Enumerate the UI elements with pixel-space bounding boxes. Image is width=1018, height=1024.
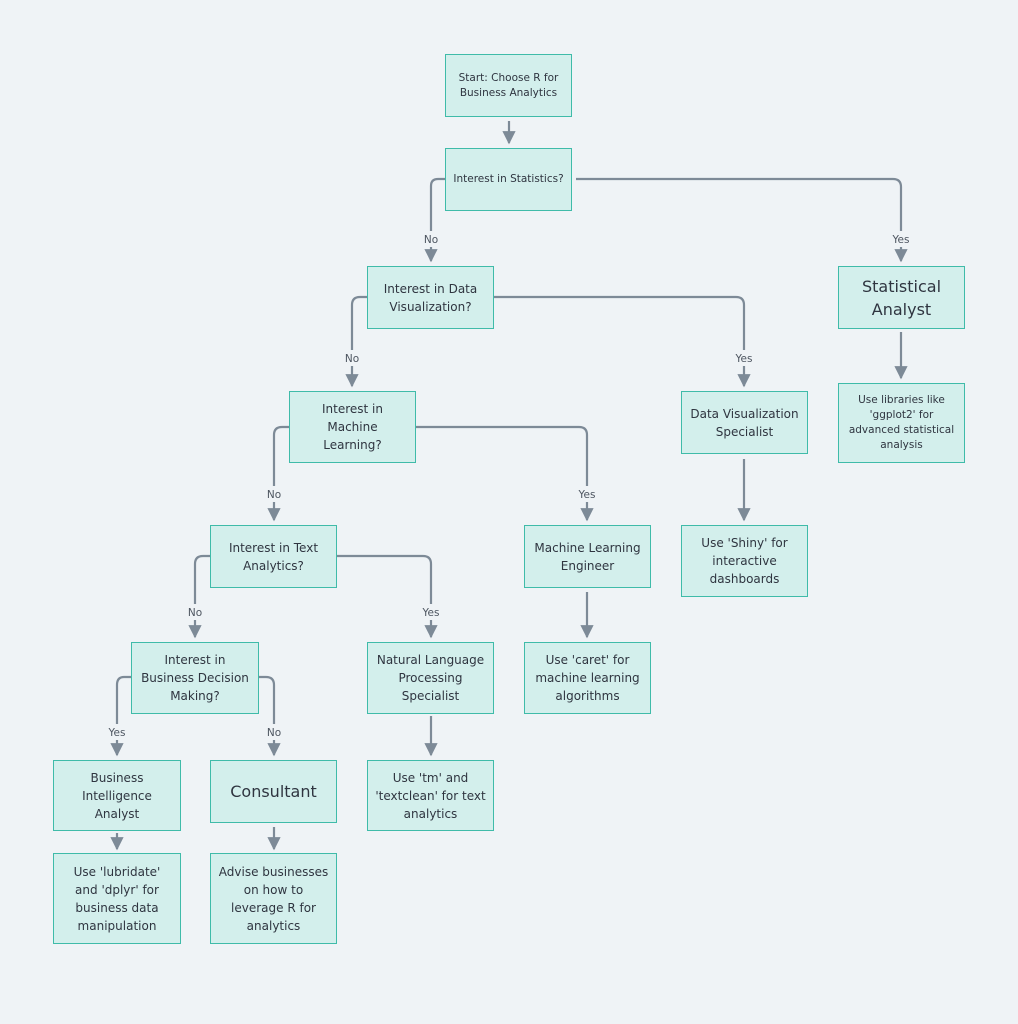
edge-label-stat-no: No [424,234,438,246]
business-decision-question-node: Interest in Business Decision Making? [131,642,259,714]
text-analytics-question-node: Interest in Text Analytics? [210,525,337,588]
nlp-specialist-node: Natural Language Processing Specialist [367,642,494,714]
edge-label-viz-yes: Yes [735,353,753,365]
edge-label-ml-yes: Yes [578,489,596,501]
edge-label-text-no: No [188,607,202,619]
start-node: Start: Choose R for Business Analytics [445,54,572,117]
edge-ml-yes [416,425,594,522]
edge-label-text-yes: Yes [422,607,440,619]
statistics-question-node: Interest in Statistics? [445,148,572,211]
bi-analyst-node: Business Intelligence Analyst [53,760,181,831]
edge-text-yes [337,554,438,639]
data-viz-question-node: Interest in Data Visualization? [367,266,494,329]
statistical-tools-node: Use libraries like 'ggplot2' for advance… [838,383,965,463]
consultant-node: Consultant [210,760,337,823]
edge-label-biz-no: No [267,727,281,739]
edge-label-stat-yes: Yes [892,234,910,246]
statistical-analyst-node: Statistical Analyst [838,266,965,329]
edge-ml-no [267,425,289,522]
edge-biz-no [259,675,281,757]
edge-statistics-no [424,177,445,263]
tm-tools-node: Use 'tm' and 'textclean' for text analyt… [367,760,494,831]
edge-statistics-yes [576,177,908,263]
caret-tools-node: Use 'caret' for machine learning algorit… [524,642,651,714]
ml-engineer-node: Machine Learning Engineer [524,525,651,588]
edge-label-biz-yes: Yes [108,727,126,739]
machine-learning-question-node: Interest in Machine Learning? [289,391,416,463]
edge-viz-no [345,295,367,388]
edge-biz-yes [110,675,131,757]
edge-label-viz-no: No [345,353,359,365]
advise-node: Advise businesses on how to leverage R f… [210,853,337,944]
data-viz-specialist-node: Data Visualization Specialist [681,391,808,454]
lubridate-tools-node: Use 'lubridate' and 'dplyr' for business… [53,853,181,944]
shiny-tools-node: Use 'Shiny' for interactive dashboards [681,525,808,597]
edge-label-ml-no: No [267,489,281,501]
edge-viz-yes [494,295,751,388]
edge-text-no [188,554,210,639]
